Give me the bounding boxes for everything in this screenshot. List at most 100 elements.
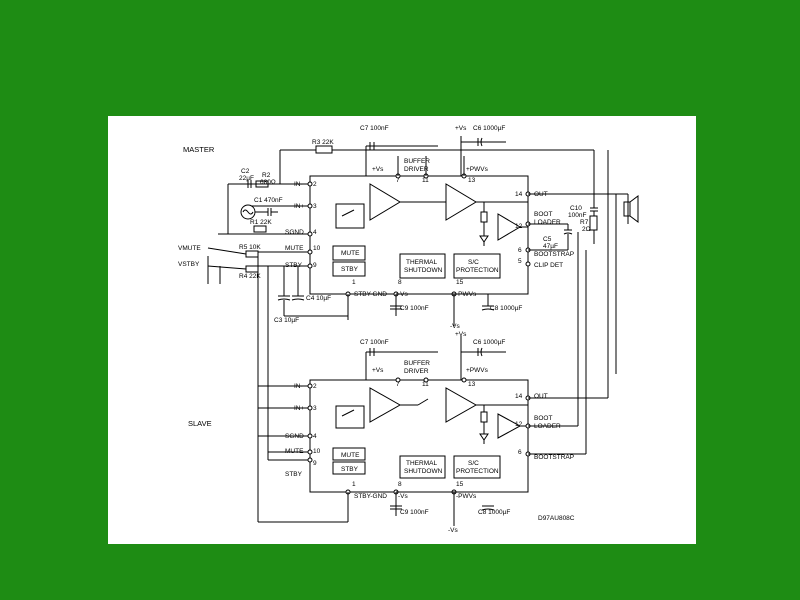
slave-pin-3: 3 <box>313 405 317 412</box>
master-boot-loader-1: BOOT <box>534 211 552 218</box>
slave-thermal-2: SHUTDOWN <box>404 468 443 475</box>
master-c9-label: C9 100nF <box>400 305 429 312</box>
master-r7-label: R7 <box>580 219 589 226</box>
slave-stby-block <box>332 461 366 475</box>
slave-thermal-1: THERMAL <box>406 460 437 467</box>
slave-opamp-3 <box>497 413 522 439</box>
master-thermal-shutdown-block <box>399 253 446 279</box>
master-vstby-label: VSTBY <box>178 261 200 268</box>
slave-label: SLAVE <box>188 419 212 428</box>
slave-sc-1: S/C <box>468 460 479 467</box>
master-c10-value: 100nF <box>568 212 586 219</box>
master-pin-9: 9 <box>313 262 317 269</box>
master-label: MASTER <box>183 145 215 154</box>
master-pin-4: 4 <box>313 229 317 236</box>
slave-pin-8: 8 <box>398 481 402 488</box>
master-pin-6: 6 <box>518 247 522 254</box>
master-pin-bootstrap: BOOTSTRAP <box>534 251 574 258</box>
master-buffer-driver-2: DRIVER <box>404 166 429 173</box>
master-r2-label: R2 <box>262 172 271 179</box>
slave-pin-4: 4 <box>313 433 317 440</box>
speaker-icon <box>623 201 631 217</box>
master-opamp-1 <box>369 183 401 221</box>
master-boot-loader-2: LOADER <box>534 219 561 226</box>
slave-mute-block <box>332 447 366 461</box>
master-neg-vs-bottom: -Vs <box>450 323 461 330</box>
master-pin-clip-det: CLIP DET <box>534 262 563 269</box>
master-pin-2: 2 <box>313 181 317 188</box>
slave-pin-neg-pwvs: -PWVs <box>456 493 477 500</box>
master-pin-14: 14 <box>515 191 523 198</box>
master-pin-1: 1 <box>352 279 356 286</box>
master-pin-12: 12 <box>515 223 523 230</box>
master-thermal-2: SHUTDOWN <box>404 267 443 274</box>
master-pin-15: 15 <box>456 279 464 286</box>
master-c10-label: C10 <box>570 205 582 212</box>
master-sc-protection-block <box>453 253 501 279</box>
slave-opamp-1 <box>369 387 402 423</box>
slave-pin-neg-vs: -Vs <box>398 493 409 500</box>
master-sc-2: PROTECTION <box>456 267 499 274</box>
drawing-code: D97AU808C <box>538 515 575 522</box>
master-thermal-1: THERMAL <box>406 259 437 266</box>
slave-pin-11: 11 <box>422 381 429 388</box>
slave-neg-vs-bottom: -Vs <box>448 527 459 534</box>
slave-opamp-2 <box>445 387 478 423</box>
master-vmute-label: VMUTE <box>178 245 201 252</box>
master-c8-label: C8 1000µF <box>490 305 522 312</box>
master-c4-label: C4 10µF <box>306 295 331 302</box>
slave-c9-label: C9 100nF <box>400 509 429 516</box>
master-r5-label: R5 10K <box>239 244 261 251</box>
master-sc-1: S/C <box>468 259 479 266</box>
master-mute-block-label: MUTE <box>341 250 360 257</box>
slave-pin-14: 14 <box>515 393 523 400</box>
master-vs-top-label: +Vs <box>455 125 467 132</box>
slave-vs-top-label: +Vs <box>455 331 467 338</box>
master-buffer-driver-1: BUFFER <box>404 158 430 165</box>
slave-c8-label: C8 1000µF <box>478 509 510 516</box>
master-r3-label: R3 22K <box>312 139 334 146</box>
schematic-sheet: MASTER C7 100nF +Vs C6 1000µF R3 22K IN-… <box>108 116 696 544</box>
schematic-diagram: MASTER C7 100nF +Vs C6 1000µF R3 22K IN-… <box>178 125 639 534</box>
slave-pin-10: 10 <box>313 448 321 455</box>
slave-thermal-shutdown-block <box>399 455 446 479</box>
slave-c6-label: C6 1000µF <box>473 339 505 346</box>
slave-boot-loader-1: BOOT <box>534 415 552 422</box>
master-pin-10: 10 <box>313 245 321 252</box>
slave-pin-vs: +Vs <box>372 367 384 374</box>
slave-pin-bootstrap: BOOTSTRAP <box>534 454 574 461</box>
slave-mute-block-label: MUTE <box>341 452 360 459</box>
slave-pin-stby: STBY <box>285 471 303 478</box>
master-pin-7: 7 <box>396 177 400 184</box>
slave-pin-13: 13 <box>468 381 476 388</box>
slave-pin-9: 9 <box>313 460 317 467</box>
master-pin-pwvs: +PWVs <box>466 166 489 173</box>
master-r1-label: R1 22K <box>250 219 272 226</box>
master-c5-label: C5 <box>543 236 552 243</box>
slave-pin-12: 12 <box>515 421 523 428</box>
master-pin-3: 3 <box>313 203 317 210</box>
master-stby-block <box>332 261 366 277</box>
slave-stby-block-label: STBY <box>341 466 359 473</box>
slave-pin-2: 2 <box>313 383 317 390</box>
master-pin-mute: MUTE <box>285 245 304 252</box>
master-c2-value: 22µF <box>239 175 254 182</box>
master-c7-label: C7 100nF <box>360 125 389 132</box>
master-pin-13: 13 <box>468 177 476 184</box>
master-r4-label: R4 22K <box>239 273 261 280</box>
slave-pin-15: 15 <box>456 481 464 488</box>
master-c6-label: C6 1000µF <box>473 125 505 132</box>
master-pin-sgnd: SGND <box>285 229 304 236</box>
slave-buffer-driver-2: DRIVER <box>404 368 429 375</box>
slave-pin-1: 1 <box>352 481 356 488</box>
slave-pin-out: OUT <box>534 393 548 400</box>
master-pin-8: 8 <box>398 279 402 286</box>
master-mute-block <box>332 245 366 261</box>
master-pin-vs: +Vs <box>372 166 384 173</box>
slave-pin-7: 7 <box>396 381 400 388</box>
master-opamp-3 <box>497 213 521 241</box>
slave-c7-label: C7 100nF <box>360 339 389 346</box>
master-r7-value: 2Ω <box>582 226 591 233</box>
master-c2-label: C2 <box>241 168 250 175</box>
master-c5-value: 47µF <box>543 243 558 250</box>
